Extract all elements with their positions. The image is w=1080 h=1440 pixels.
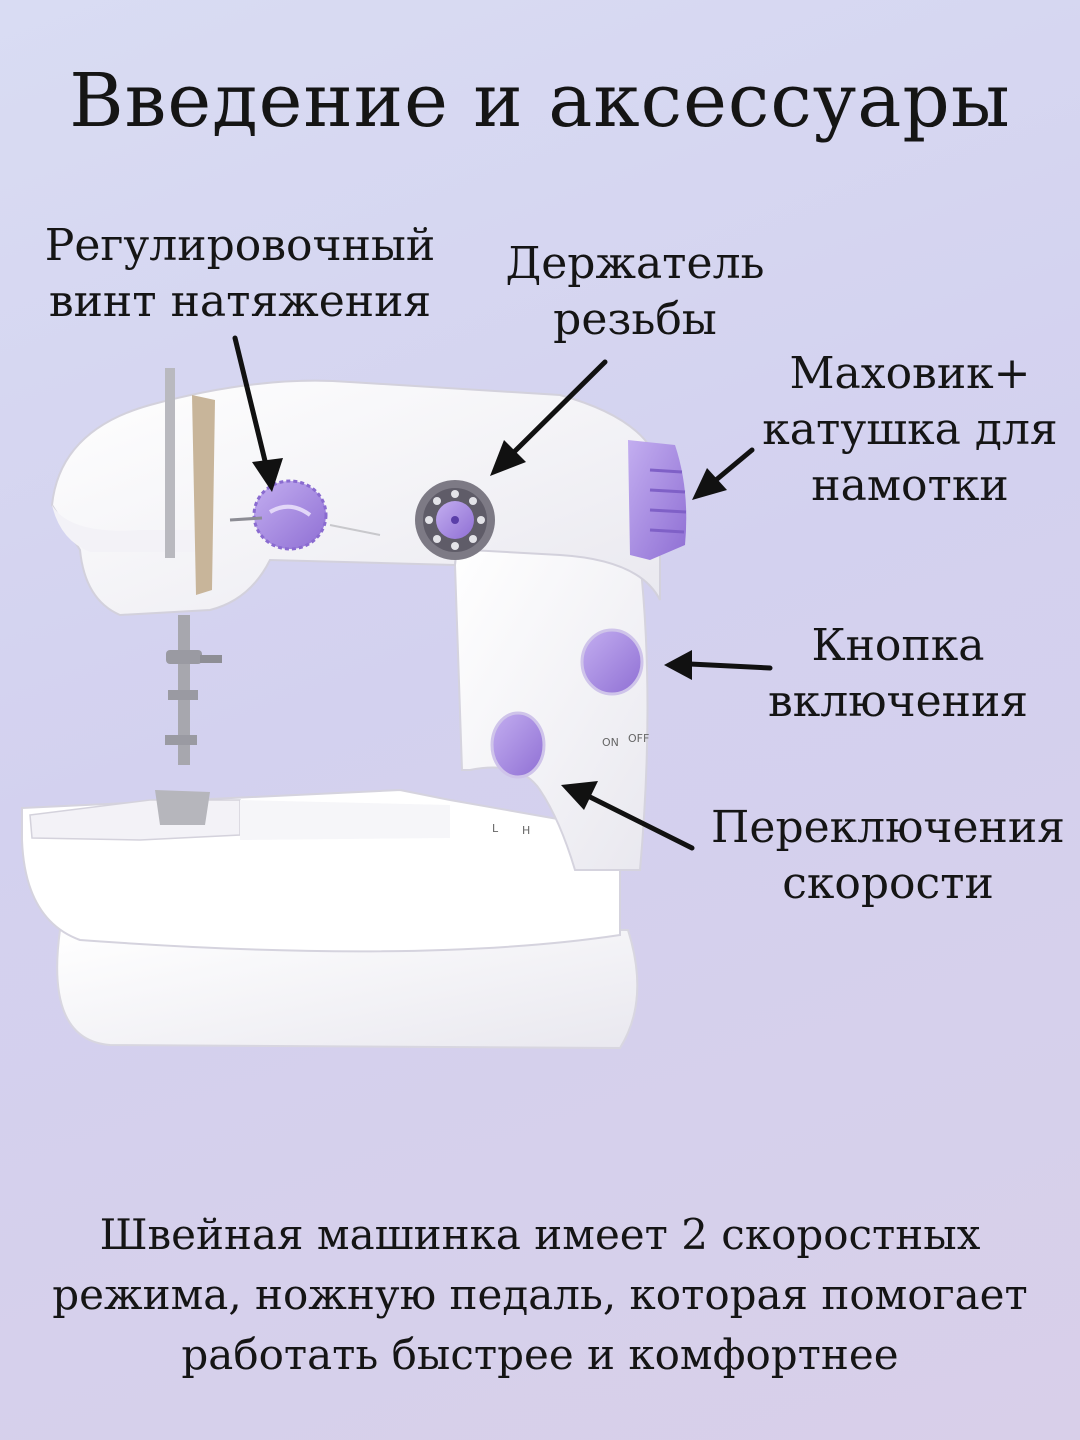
handwheel xyxy=(628,440,687,560)
label-handwheel: Маховик+ катушка для намотки xyxy=(762,348,1058,511)
power-button-shape xyxy=(580,628,644,696)
high-speed-mark: H xyxy=(522,824,530,837)
label-speed-switch: Переключения скорости xyxy=(711,802,1065,909)
label-tension-screw: Регулировочный винт натяжения xyxy=(44,220,436,327)
tension-dial xyxy=(252,479,328,551)
speed-switch-shape xyxy=(490,711,546,779)
label-thread-holder: Держатель резьбы xyxy=(505,238,765,345)
arrow-handwheel xyxy=(692,447,755,500)
label-power-button: Кнопка включения xyxy=(768,620,1029,727)
description-caption: Швейная машинка имеет 2 скоростных режим… xyxy=(52,1210,1028,1379)
arrow-tension xyxy=(232,335,283,492)
off-mark: OFF xyxy=(628,732,649,745)
arrow-thread-holder xyxy=(490,359,608,476)
arrow-speed xyxy=(561,781,695,851)
arrow-power xyxy=(664,650,773,680)
on-mark: ON xyxy=(602,736,619,749)
needle-assembly xyxy=(155,368,222,825)
page-title: Введение и аксессуары xyxy=(69,58,1011,144)
low-speed-mark: L xyxy=(492,822,499,835)
machine-base xyxy=(21,788,639,1050)
thread-holder-spool xyxy=(415,480,495,560)
